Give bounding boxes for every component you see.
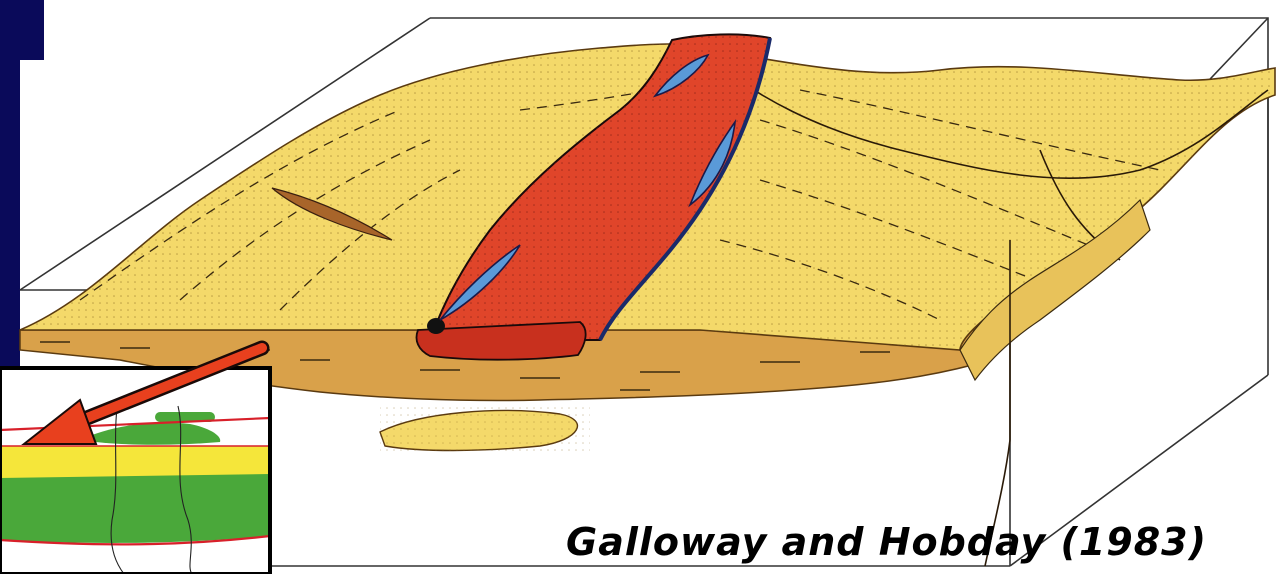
inset-green-layer (0, 474, 270, 543)
citation-caption: Galloway and Hobday (1983) (566, 520, 1207, 564)
channel-plug (427, 318, 445, 334)
slide-background-top (0, 0, 44, 60)
